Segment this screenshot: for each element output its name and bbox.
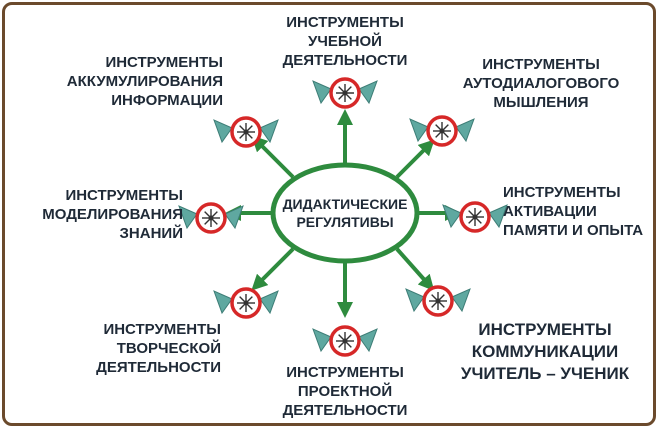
wing-left-icon (405, 288, 425, 313)
icon-bottom (312, 325, 378, 357)
label-top-left: ИНСТРУМЕНТЫ АККУМУЛИРОВАНИЯ ИНФОРМАЦИИ (67, 54, 223, 109)
wheel-hub (243, 300, 249, 306)
label-right-line-1: ИНСТРУМЕНТЫ (503, 184, 621, 201)
wing-left-icon (442, 204, 462, 229)
arrow-bottom-right (395, 247, 435, 291)
wheel-hub (342, 90, 348, 96)
arrows (225, 109, 461, 318)
wheel-hub (435, 298, 441, 304)
wing-left-icon (178, 205, 198, 230)
center-label-line-2: РЕГУЛЯТИВЫ (296, 214, 393, 230)
icon-bottom-left (213, 287, 279, 319)
arrow-bottom-left (251, 247, 295, 291)
label-bottom-right: ИНСТРУМЕНТЫ КОММУНИКАЦИИ УЧИТЕЛЬ – УЧЕНИ… (461, 320, 630, 383)
label-top-left-line-1: ИНСТРУМЕНТЫ (105, 54, 223, 71)
label-right: ИНСТРУМЕНТЫ АКТИВАЦИИ ПАМЯТИ И ОПЫТА (503, 184, 643, 239)
label-right-line-3: ПАМЯТИ И ОПЫТА (503, 222, 643, 239)
label-top-right-line-3: МЫШЛЕНИЯ (493, 94, 588, 111)
label-bottom-left: ИНСТРУМЕНТЫ ТВОРЧЕСКОЙ ДЕЯТЕЛЬНОСТИ (96, 321, 221, 376)
label-left-line-2: МОДЕЛИРОВАНИЯ (42, 206, 183, 223)
wing-left-icon (213, 290, 233, 315)
wing-left-icon (312, 328, 332, 353)
label-top-line-3: ДЕЯТЕЛЬНОСТИ (283, 52, 408, 69)
label-left-line-3: ЗНАНИЙ (120, 224, 183, 242)
label-top-right: ИНСТРУМЕНТЫ АУТОДИАЛОГОВОГО МЫШЛЕНИЯ (463, 56, 620, 111)
icon-bottom-right (405, 285, 471, 317)
label-bottom-left-line-3: ДЕЯТЕЛЬНОСТИ (96, 359, 221, 376)
center-label-line-1: ДИДАКТИЧЕСКИЕ (283, 196, 408, 212)
label-bottom-left-line-1: ИНСТРУМЕНТЫ (103, 321, 221, 338)
wing-left-icon (213, 119, 233, 144)
diagram-canvas: ДИДАКТИЧЕСКИЕ РЕГУЛЯТИВЫ ИНСТРУМЕНТЫ УЧЕ… (42, 14, 643, 419)
wheel-hub (208, 215, 214, 221)
wing-right-icon (455, 118, 475, 143)
label-bottom: ИНСТРУМЕНТЫ ПРОЕКТНОЙ ДЕЯТЕЛЬНОСТИ (283, 364, 408, 419)
wheel-hub (472, 214, 478, 220)
label-top-line-2: УЧЕБНОЙ (308, 32, 382, 50)
wing-left-icon (409, 118, 429, 143)
center-ellipse (270, 162, 420, 264)
icon-left (178, 202, 244, 234)
wing-right-icon (259, 290, 279, 315)
arrow-top-left (251, 135, 295, 179)
label-top: ИНСТРУМЕНТЫ УЧЕБНОЙ ДЕЯТЕЛЬНОСТИ (283, 14, 408, 69)
label-top-line-1: ИНСТРУМЕНТЫ (286, 14, 404, 31)
wing-left-icon (312, 80, 332, 105)
wheel-hub (243, 129, 249, 135)
label-left-line-1: ИНСТРУМЕНТЫ (65, 187, 183, 204)
label-bottom-right-line-1: ИНСТРУМЕНТЫ (478, 320, 611, 339)
label-top-right-line-2: АУТОДИАЛОГОВОГО (463, 75, 620, 92)
wheel-hub (342, 338, 348, 344)
label-top-right-line-1: ИНСТРУМЕНТЫ (482, 56, 600, 73)
label-left: ИНСТРУМЕНТЫ МОДЕЛИРОВАНИЯ ЗНАНИЙ (42, 187, 183, 242)
label-top-left-line-3: ИНФОРМАЦИИ (111, 92, 223, 109)
center-node: ДИДАКТИЧЕСКИЕ РЕГУЛЯТИВЫ (270, 162, 420, 264)
icon-top-right (409, 115, 475, 147)
icon-right (442, 201, 508, 233)
label-right-line-2: АКТИВАЦИИ (503, 203, 597, 220)
wing-right-icon (259, 119, 279, 144)
label-bottom-line-2: ПРОЕКТНОЙ (298, 382, 392, 400)
label-bottom-left-line-2: ТВОРЧЕСКОЙ (117, 339, 221, 357)
label-bottom-line-3: ДЕЯТЕЛЬНОСТИ (283, 402, 408, 419)
label-bottom-line-1: ИНСТРУМЕНТЫ (286, 364, 404, 381)
label-top-left-line-2: АККУМУЛИРОВАНИЯ (67, 73, 223, 90)
wing-right-icon (488, 204, 508, 229)
wing-right-icon (358, 80, 378, 105)
arrow-top-right (395, 139, 435, 179)
icon-top (312, 77, 378, 109)
wing-right-icon (224, 205, 244, 230)
label-bottom-right-line-3: УЧИТЕЛЬ – УЧЕНИК (461, 364, 630, 383)
wing-right-icon (451, 288, 471, 313)
wing-right-icon (358, 328, 378, 353)
label-bottom-right-line-2: КОММУНИКАЦИИ (472, 342, 619, 361)
wheel-hub (439, 128, 445, 134)
icon-top-left (213, 116, 279, 148)
